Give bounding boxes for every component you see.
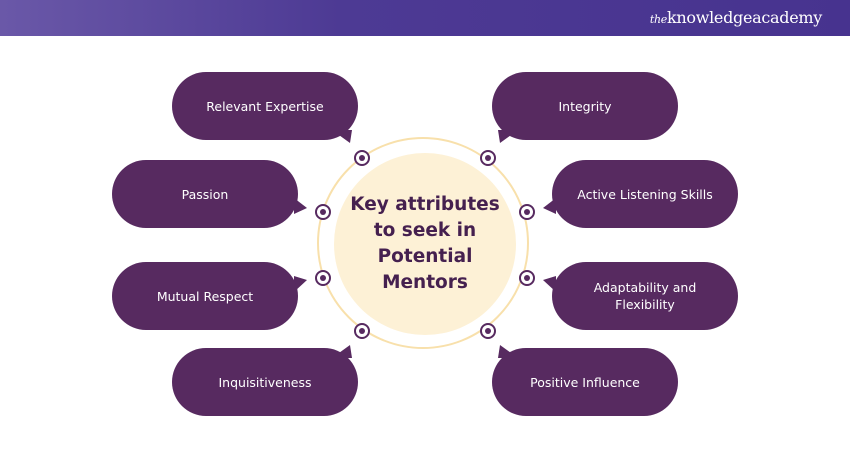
attribute-bubble-positive-influence: Positive Influence	[492, 348, 678, 416]
attribute-bubble-mutual-respect: Mutual Respect	[112, 262, 298, 330]
logo-prefix: the	[649, 13, 667, 26]
tail-passion	[294, 198, 307, 214]
center-circle: Key attributes to seek in Potential Ment…	[334, 153, 516, 335]
connector-dot-icon	[354, 323, 370, 339]
connector-dot-icon	[519, 270, 535, 286]
attribute-bubble-active-listening: Active Listening Skills	[552, 160, 738, 228]
attribute-bubble-integrity: Integrity	[492, 72, 678, 140]
attribute-bubble-passion: Passion	[112, 160, 298, 228]
connector-dot-icon	[519, 204, 535, 220]
attribute-bubble-adaptability: Adaptability and Flexibility	[552, 262, 738, 330]
center-title: Key attributes to seek in Potential Ment…	[350, 194, 500, 293]
connector-dot-icon	[480, 323, 496, 339]
attribute-bubble-inquisitiveness: Inquisitiveness	[172, 348, 358, 416]
center-ring	[317, 137, 529, 349]
attribute-bubble-relevant-expertise: Relevant Expertise	[172, 72, 358, 140]
brand-logo: theknowledgeacademy	[650, 8, 822, 27]
header-bar: theknowledgeacademy	[0, 0, 850, 36]
logo-text: knowledgeacademy	[666, 8, 822, 27]
connector-dot-icon	[354, 150, 370, 166]
connector-dot-icon	[315, 270, 331, 286]
connector-dot-icon	[480, 150, 496, 166]
connector-dot-icon	[315, 204, 331, 220]
